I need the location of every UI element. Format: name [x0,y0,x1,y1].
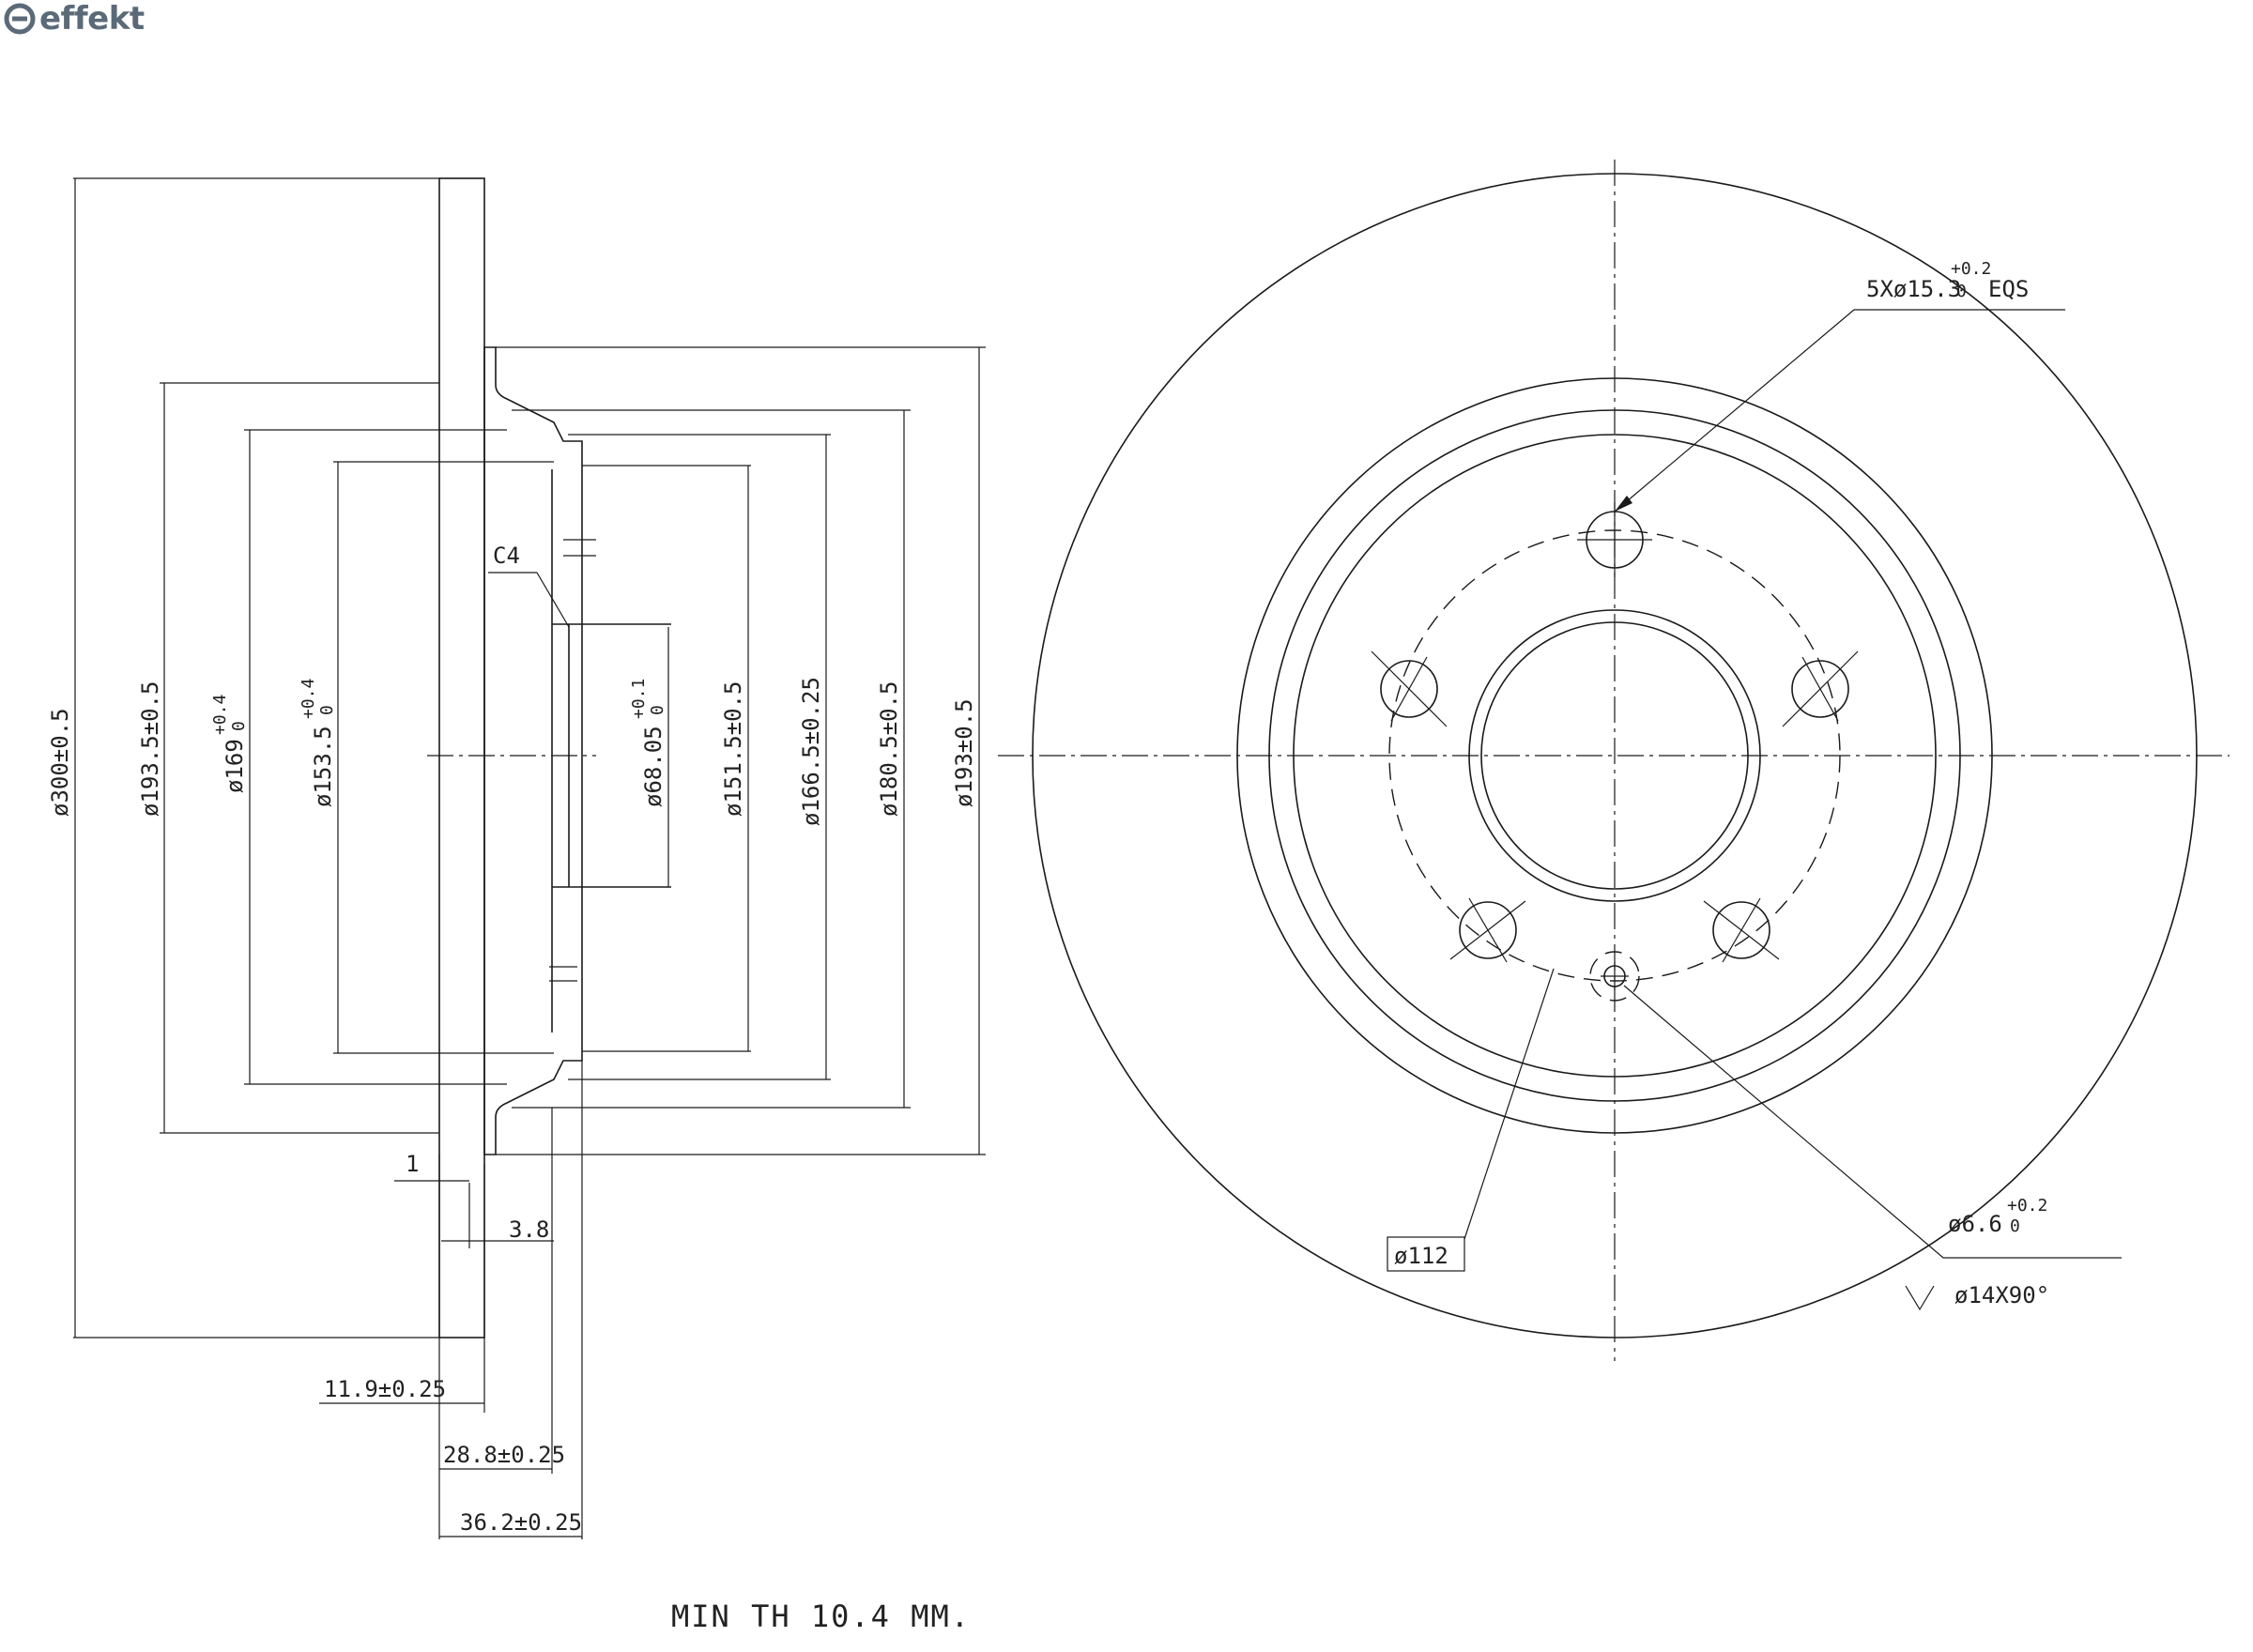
svg-text:+0.2: +0.2 [2007,1196,2047,1216]
front-view [998,160,2230,1361]
dim-d193-5: ø193.5±0.5 [137,681,163,818]
dim-3-8: 3.8 [509,1216,549,1243]
bolt-hole-4 [1449,897,1526,963]
pitch-circle-label: ø112 [1394,1243,1448,1269]
dim-d153-5: ø153.5 +0.4 0 [299,679,337,807]
countersink-symbol-icon [1905,1285,1935,1311]
min-thickness-note: MIN TH 10.4 MM. [671,1598,971,1634]
svg-text:+0.1: +0.1 [629,679,649,719]
svg-text:0: 0 [648,705,667,715]
svg-text:0: 0 [229,721,249,731]
pin-hole [1589,951,1640,1002]
brand-logo: effekt [4,0,145,38]
svg-text:ø153.5: ø153.5 [310,726,336,807]
svg-text:0: 0 [1956,282,1967,301]
dim-36-2: 36.2±0.25 [460,1509,582,1536]
svg-text:+0.2: +0.2 [1951,259,1991,279]
svg-text:+0.4: +0.4 [299,679,318,719]
dim-d68-05: ø68.05 +0.1 0 [629,679,667,807]
pitch-circle-box [1387,1236,1465,1272]
svg-text:0: 0 [2010,1216,2020,1236]
friction-ring-section [438,177,485,1338]
dim-d300: ø300±0.5 [47,708,73,817]
dim-d166-5: ø166.5±0.25 [798,677,824,826]
pin-hole-leader [1623,985,2122,1259]
countersink-label: ø14X90° [1954,1282,2049,1308]
side-view-labels: ø300±0.5 ø193.5±0.5 ø169 +0.4 0 ø153.5 +… [47,543,977,1536]
chamfer-label: C4 [493,543,520,569]
bolt-hole-2 [1782,650,1859,727]
brand-name: effekt [39,0,145,38]
svg-text:ø68.05: ø68.05 [640,726,667,807]
pin-hole-label: ø6.6 [1948,1211,2002,1237]
dim-d193: ø193±0.5 [951,698,977,807]
bolt-holes-leader [1614,309,2065,512]
hat-section [483,346,583,1155]
dim-d151-5: ø151.5±0.5 [720,681,746,818]
svg-text:0: 0 [317,705,337,715]
bolt-hole-3 [1703,897,1780,963]
side-section-view [73,177,986,1539]
bolt-hole-1 [1577,502,1652,577]
dim-11-9: 11.9±0.25 [324,1376,446,1402]
effekt-logo-icon [4,3,36,35]
dim-1: 1 [406,1151,419,1177]
bolt-holes-label: 5Xø15.3 [1866,276,1961,302]
svg-text:+0.4: +0.4 [210,695,230,735]
svg-text:EQS: EQS [1988,276,2029,302]
pitch-circle-leader [1464,968,1555,1240]
front-view-labels: 5Xø15.3 +0.2 0 EQS ø112 ø6.6 +0.2 0 ø14X… [1394,259,2049,1308]
bolt-hole-5 [1371,650,1448,727]
svg-text:ø169: ø169 [222,739,248,793]
dim-d180-5: ø180.5±0.5 [876,681,902,818]
dim-28-8: 28.8±0.25 [443,1442,565,1468]
dim-d169: ø169 +0.4 0 [210,695,249,793]
